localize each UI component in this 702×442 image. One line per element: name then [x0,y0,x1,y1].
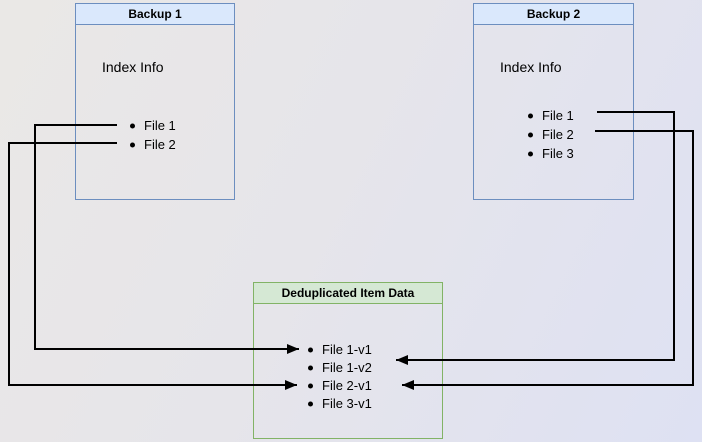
dedup-item-list: File 1-v1 File 1-v2 File 2-v1 File 3-v1 [254,341,442,413]
backup-2-box: Backup 2 Index Info File 1 File 2 File 3 [473,3,634,200]
backup-1-box: Backup 1 Index Info File 1 File 2 [75,3,235,200]
dedup-title: Deduplicated Item Data [254,283,442,304]
backup-1-title: Backup 1 [76,4,234,25]
file-item: File 2-v1 [254,377,442,395]
file-item: File 1 [474,106,633,125]
backup-1-file-list: File 1 File 2 [76,116,234,154]
file-item: File 3-v1 [254,395,442,413]
backup-2-title: Backup 2 [474,4,633,25]
file-item: File 1-v2 [254,359,442,377]
file-item: File 1-v1 [254,341,442,359]
backup-1-index-info-label: Index Info [102,59,164,75]
deduplicated-item-data-box: Deduplicated Item Data File 1-v1 File 1-… [253,282,443,439]
file-item: File 2 [76,135,234,154]
file-item: File 1 [76,116,234,135]
backup-2-file-list: File 1 File 2 File 3 [474,106,633,163]
file-item: File 3 [474,144,633,163]
backup-2-index-info-label: Index Info [500,59,562,75]
file-item: File 2 [474,125,633,144]
